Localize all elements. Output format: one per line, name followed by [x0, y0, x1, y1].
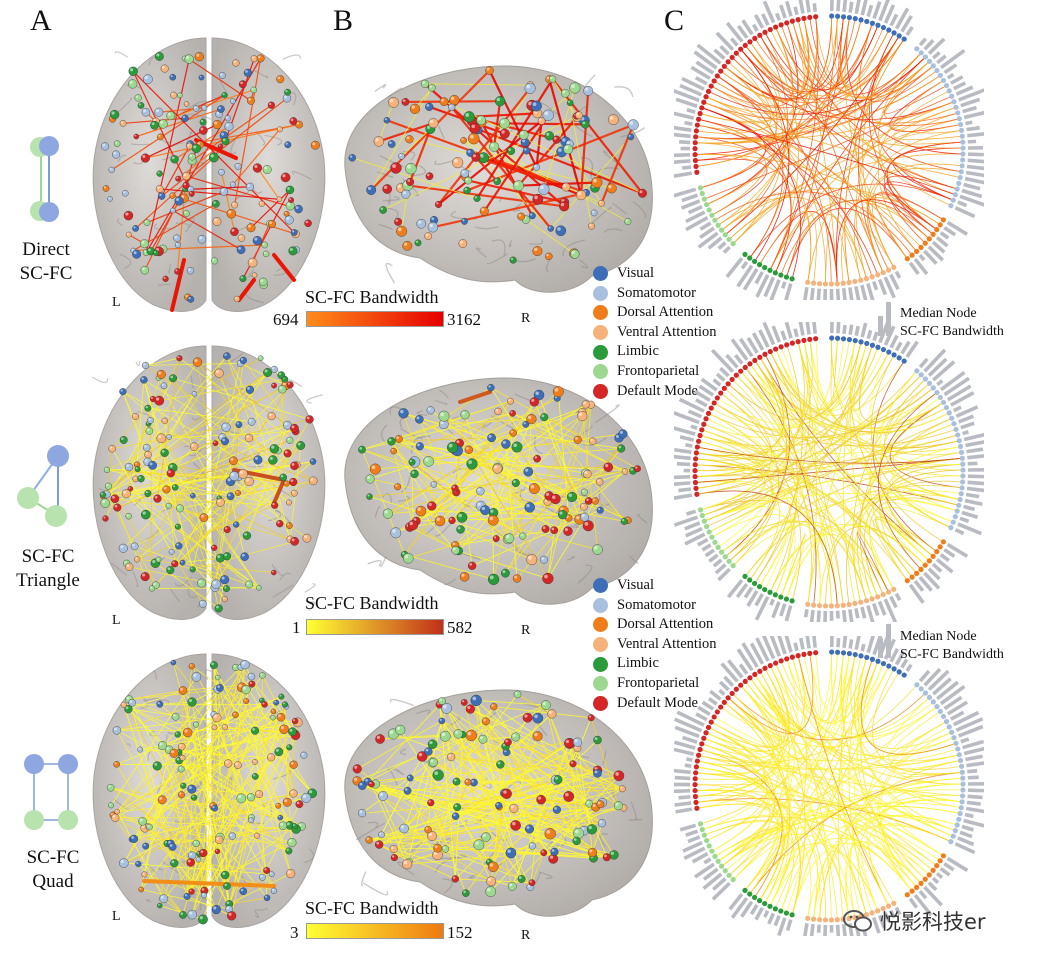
legend-swatch	[593, 325, 608, 341]
legend-swatch	[593, 656, 608, 672]
row-label-quad: SC-FC Quad	[0, 846, 108, 894]
legend-item: Somatomotor	[593, 596, 716, 616]
legend-swatch	[593, 305, 608, 321]
panel-letter-b: B	[333, 4, 354, 37]
median-node-bar-icon	[878, 302, 891, 336]
legend-label: Somatomotor	[617, 284, 696, 301]
wechat-logo-icon	[843, 910, 872, 932]
legend-item: Visual	[593, 264, 716, 284]
legend-item: Default Mode	[593, 382, 716, 402]
chord-diagram-direct	[674, 0, 984, 300]
chord-diagram-triangle	[674, 322, 984, 622]
axial-brain-quad	[92, 653, 326, 928]
watermark-text: 悦影科技er	[880, 910, 986, 934]
legend-item: Ventral Attention	[593, 323, 716, 343]
legend-swatch	[593, 578, 608, 594]
triangle-motif-icon	[17, 445, 69, 527]
quad-motif-icon	[24, 754, 78, 830]
legend-item: Default Mode	[593, 694, 716, 714]
legend-swatch	[593, 637, 608, 653]
left-hemisphere-label: L	[112, 909, 121, 924]
axial-brain-triangle	[91, 345, 326, 620]
legend-item: Frontoparietal	[593, 362, 716, 382]
legend-label: Limbic	[617, 343, 659, 360]
legend-label: Default Mode	[617, 694, 698, 711]
left-hemisphere-label: L	[112, 613, 121, 628]
legend-label: Visual	[617, 265, 654, 281]
colorbar-max: 152	[447, 923, 473, 942]
direct-edge-motif-icon	[30, 136, 59, 222]
right-hemisphere-label: R	[521, 623, 531, 638]
legend-item: Dorsal Attention	[593, 303, 716, 323]
median-node-label: Median Node SC-FC Bandwidth	[900, 628, 1004, 664]
legend-item: Ventral Attention	[593, 635, 716, 655]
left-hemisphere-label: L	[112, 295, 121, 310]
panel-letter-a: A	[30, 4, 52, 37]
colorbar-gradient	[306, 619, 444, 635]
legend-item: Limbic	[593, 654, 716, 674]
row-label-line1: SC-FC	[21, 546, 75, 567]
legend-item: Limbic	[593, 342, 716, 362]
median-node-line2: SC-FC Bandwidth	[900, 647, 1004, 662]
watermark: 悦影科技er	[842, 906, 986, 936]
row-label-direct: Direct SC-FC	[0, 238, 101, 286]
panel-letter-c: C	[664, 4, 685, 37]
legend-item: Visual	[593, 576, 716, 596]
legend-label: Frontoparietal	[617, 362, 700, 379]
legend-label: Somatomotor	[617, 596, 696, 613]
legend-label: Dorsal Attention	[617, 616, 714, 633]
legend-label: Visual	[617, 577, 654, 593]
row-label-line2: Quad	[32, 871, 74, 892]
legend-swatch	[593, 266, 608, 282]
right-hemisphere-label: R	[521, 311, 531, 326]
right-hemisphere-label: R	[521, 928, 531, 943]
legend-item: Frontoparietal	[593, 674, 716, 694]
legend-label: Frontoparietal	[617, 674, 700, 691]
colorbar-max: 582	[447, 618, 473, 637]
colorbar-min: 1	[292, 618, 301, 637]
legend-swatch	[593, 383, 608, 399]
colorbar-title: SC-FC Bandwidth	[305, 287, 439, 307]
colorbar-min: 694	[273, 310, 299, 329]
colorbar-gradient	[306, 923, 444, 939]
sagittal-brain-quad	[344, 689, 653, 917]
legend-swatch	[593, 597, 608, 613]
chord-diagram-quad	[674, 636, 984, 936]
legend-item: Somatomotor	[593, 284, 716, 304]
colorbar-max: 3162	[447, 310, 481, 329]
row-label-line2: SC-FC	[19, 263, 73, 284]
colorbar-title: SC-FC Bandwidth	[305, 898, 439, 918]
legend-swatch	[593, 676, 608, 692]
sagittal-brain-triangle	[344, 377, 653, 605]
legend-swatch	[593, 285, 608, 301]
row-label-line2: Triangle	[16, 570, 80, 591]
row-label-line1: SC-FC	[26, 847, 80, 868]
median-node-line1: Median Node	[900, 306, 977, 321]
legend-item: Dorsal Attention	[593, 615, 716, 635]
colorbar-title: SC-FC Bandwidth	[305, 593, 439, 613]
legend-swatch	[593, 695, 608, 711]
sagittal-brain-direct	[344, 65, 653, 293]
median-node-bar-icon	[878, 624, 891, 658]
colorbar-min: 3	[290, 923, 299, 942]
median-node-label: Median Node SC-FC Bandwidth	[900, 305, 1004, 341]
legend-swatch	[593, 364, 608, 380]
legend-label: Ventral Attention	[617, 323, 717, 340]
axial-brain-direct	[92, 37, 326, 312]
legend-label: Dorsal Attention	[617, 304, 714, 321]
colorbar-gradient	[306, 311, 444, 327]
legend-label: Limbic	[617, 655, 659, 672]
legend-label: Default Mode	[617, 382, 698, 399]
row-label-triangle: SC-FC Triangle	[0, 545, 103, 593]
median-node-line1: Median Node	[900, 629, 977, 644]
legend-swatch	[593, 344, 608, 360]
legend-label: Ventral Attention	[617, 635, 717, 652]
legend-swatch	[593, 617, 608, 633]
median-node-line2: SC-FC Bandwidth	[900, 324, 1004, 339]
row-label-line1: Direct	[22, 239, 70, 260]
